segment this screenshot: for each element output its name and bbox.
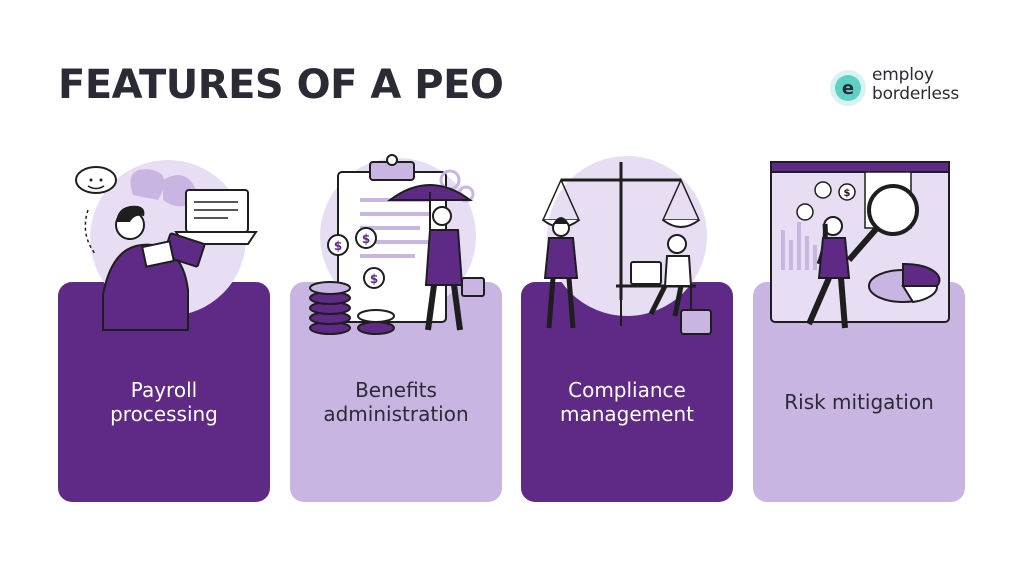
payroll-illustration-icon — [75, 160, 258, 331]
feature-label-line-1: Benefits — [355, 378, 437, 402]
feature-label-line-2: processing — [110, 402, 218, 426]
svg-text:$: $ — [334, 239, 342, 253]
magnifier-icon — [846, 184, 919, 262]
feature-label-line-2: administration — [323, 402, 469, 426]
logo-line-2: borderless — [872, 84, 960, 104]
logo-mark-icon: e — [830, 70, 866, 106]
bar-chart-icon — [781, 222, 817, 270]
coin-stack-icon — [309, 281, 395, 335]
benefits-illustration-icon: $ $ $ — [309, 154, 485, 335]
coin-icon: $ — [327, 234, 349, 256]
svg-text:$: $ — [362, 232, 370, 246]
feature-label-line-1: Payroll — [130, 378, 198, 402]
page-title: FEATURES OF A PEO — [58, 62, 504, 108]
logo-text: employ borderless — [872, 66, 959, 104]
coin-icon: $ — [355, 227, 377, 249]
logo-line-1: employ — [872, 65, 934, 85]
coin-icon: $ — [363, 267, 385, 289]
feature-label-line-2: management — [560, 402, 694, 426]
svg-text:$: $ — [370, 272, 378, 286]
feature-label-risk: Risk mitigation — [753, 390, 965, 414]
brand-logo[interactable]: e employ borderless — [828, 66, 978, 110]
feature-label-line-1: Risk mitigation — [784, 390, 934, 414]
svg-text:$: $ — [844, 188, 851, 199]
pie-chart-icon — [868, 262, 941, 304]
feature-label-line-1: Compliance — [568, 378, 686, 402]
feature-label-benefits: Benefits administration — [290, 378, 502, 426]
logo-letter: e — [842, 78, 854, 99]
feature-label-payroll: Payroll processing — [58, 378, 270, 426]
feature-label-compliance: Compliance management — [521, 378, 733, 426]
risk-illustration-icon: $ — [770, 161, 950, 329]
compliance-illustration-icon — [541, 156, 712, 335]
